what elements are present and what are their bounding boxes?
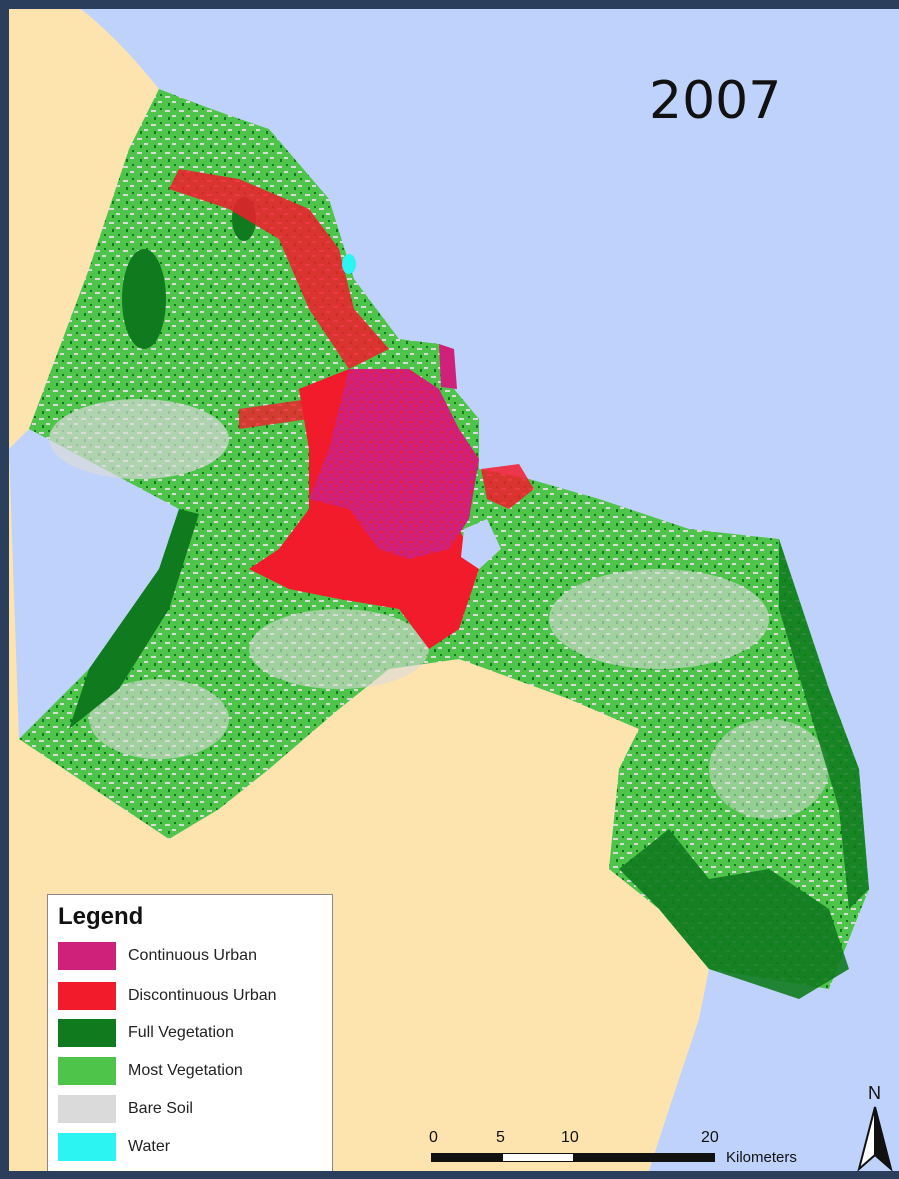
legend-swatch	[58, 1019, 116, 1047]
legend-item-discontinuous-urban: Discontinuous Urban	[58, 982, 328, 1012]
bare-soil-patch	[549, 569, 769, 669]
scale-unit: Kilometers	[726, 1149, 797, 1166]
legend-panel: Legend Continuous Urban Discontinuous Ur…	[47, 894, 333, 1171]
continuous-urban-headland	[439, 344, 457, 389]
legend-item-bare-soil: Bare Soil	[58, 1095, 328, 1125]
legend-item-water: Water	[58, 1133, 328, 1163]
legend-swatch	[58, 1095, 116, 1123]
legend-label: Full Vegetation	[128, 1024, 234, 1041]
scale-segment	[573, 1153, 715, 1162]
discontinuous-urban-strip	[239, 399, 309, 429]
north-arrow-icon	[857, 1106, 893, 1171]
legend-label: Bare Soil	[128, 1100, 193, 1117]
bare-soil-patch	[249, 609, 429, 689]
map-year-title: 2007	[649, 71, 782, 131]
water-body	[342, 254, 356, 274]
scale-tick-20: 20	[701, 1129, 719, 1146]
legend-label: Water	[128, 1138, 171, 1155]
full-vegetation-east	[619, 829, 849, 999]
land-west	[9, 9, 159, 449]
legend-label: Discontinuous Urban	[128, 987, 277, 1004]
legend-label: Continuous Urban	[128, 947, 257, 964]
water-lagoon	[461, 519, 501, 569]
legend-swatch	[58, 1057, 116, 1085]
map-canvas	[9, 9, 899, 1171]
bare-soil-patch	[709, 719, 829, 819]
full-vegetation-coast	[69, 509, 199, 729]
discontinuous-urban-north	[169, 169, 389, 369]
scale-tick-0: 0	[429, 1129, 438, 1146]
continuous-urban	[309, 369, 479, 559]
north-label: N	[868, 1083, 881, 1103]
legend-item-continuous-urban: Continuous Urban	[58, 942, 328, 972]
legend-label: Most Vegetation	[128, 1062, 243, 1079]
discontinuous-urban-east	[481, 464, 534, 509]
legend-item-full-vegetation: Full Vegetation	[58, 1019, 328, 1049]
scale-segment	[431, 1153, 503, 1162]
legend-swatch	[58, 942, 116, 970]
scale-tick-10: 10	[561, 1129, 579, 1146]
scale-bar: 0 5 10 20 Kilometers	[429, 1129, 849, 1171]
full-vegetation-east-edge	[779, 539, 869, 909]
north-arrow: N	[855, 1083, 895, 1171]
legend-title: Legend	[58, 903, 144, 930]
legend-swatch	[58, 982, 116, 1010]
land-cover-map: 2007 Legend Continuous Urban Discontinuo…	[9, 9, 899, 1171]
bare-soil-patch	[89, 679, 229, 759]
scale-tick-5: 5	[496, 1129, 505, 1146]
legend-swatch	[58, 1133, 116, 1161]
scale-segment	[502, 1153, 574, 1162]
bare-soil-patch	[49, 399, 229, 479]
full-vegetation-patch	[122, 249, 166, 349]
legend-item-most-vegetation: Most Vegetation	[58, 1057, 328, 1087]
